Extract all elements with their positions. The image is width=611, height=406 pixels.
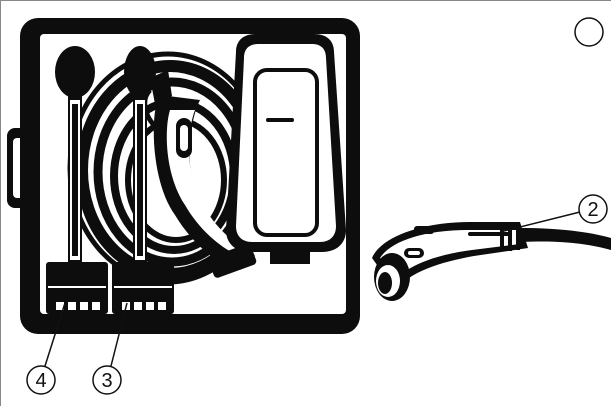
callout-1-circle [575, 18, 603, 46]
callout-4-label: 4 [35, 370, 46, 392]
charging-cable-plug-icon [372, 222, 611, 301]
callout-2-label: 2 [587, 199, 598, 221]
wallbox-unit-icon [226, 34, 346, 264]
callout-1 [575, 18, 603, 46]
callout-3-label: 3 [101, 370, 112, 392]
